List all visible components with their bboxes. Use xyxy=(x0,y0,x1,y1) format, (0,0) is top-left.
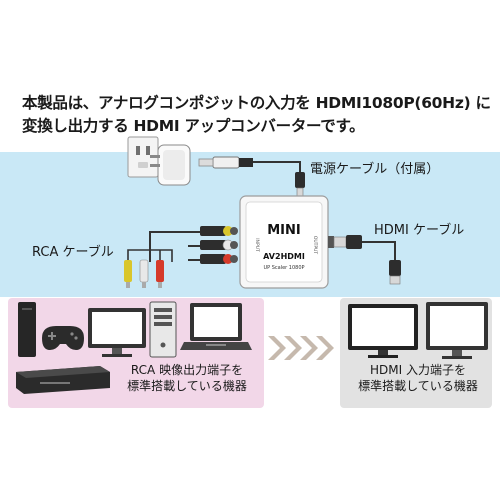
rca-cable-label: RCA ケーブル xyxy=(32,245,114,260)
source-caption: RCA 映像出力端子を 標準搭載している機器 xyxy=(112,362,262,394)
micro-usb-plug-icon xyxy=(295,172,305,197)
source-caption-line-1: RCA 映像出力端子を xyxy=(130,363,244,377)
power-adapter-icon xyxy=(150,144,191,186)
headline-line-1: 本製品は、アナログコンポジットの入力を HDMI1080P(60Hz) に xyxy=(22,94,491,112)
game-console-icon xyxy=(18,302,36,357)
source-caption-line-2: 標準搭載している機器 xyxy=(127,379,247,393)
headline: 本製品は、アナログコンポジットの入力を HDMI1080P(60Hz) に 変換… xyxy=(22,92,492,138)
hdmi-cable-label: HDMI ケーブル xyxy=(374,223,465,238)
game-controller-icon xyxy=(42,326,84,350)
lcd-tv-icon xyxy=(348,304,418,358)
target-caption-line-2: 標準搭載している機器 xyxy=(358,379,478,393)
device-sub: UP Scaler 1080P xyxy=(263,265,304,271)
rca-input-plugs-icon xyxy=(200,226,234,264)
target-caption: HDMI 入力端子を 標準搭載している機器 xyxy=(344,362,492,394)
pc-tower-icon xyxy=(149,301,177,358)
device-input-label: INPUT xyxy=(254,238,260,252)
device-brand: MINI xyxy=(267,223,301,238)
power-cable-line xyxy=(253,161,301,190)
dvd-player-icon xyxy=(16,366,110,394)
power-cable-label: 電源ケーブル（付属） xyxy=(310,162,440,177)
pc-monitor-icon xyxy=(426,302,488,359)
crt-monitor-icon xyxy=(88,308,146,357)
device-model: AV2HDMI xyxy=(263,252,305,261)
hdmi-plug-icon xyxy=(333,235,362,249)
laptop-icon xyxy=(180,303,252,350)
hdmi-cable-line xyxy=(362,241,396,262)
hdmi-plug-end-icon xyxy=(389,260,401,285)
flow-arrows-icon xyxy=(268,336,334,360)
rca-plugs-icon xyxy=(124,249,173,288)
converter-box xyxy=(230,195,334,289)
headline-line-2: 変換し出力する HDMI アップコンバーターです。 xyxy=(22,117,365,135)
usb-plug-icon xyxy=(198,156,253,169)
device-output-label: OUTPUT xyxy=(312,236,318,255)
target-caption-line-1: HDMI 入力端子を xyxy=(370,363,466,377)
